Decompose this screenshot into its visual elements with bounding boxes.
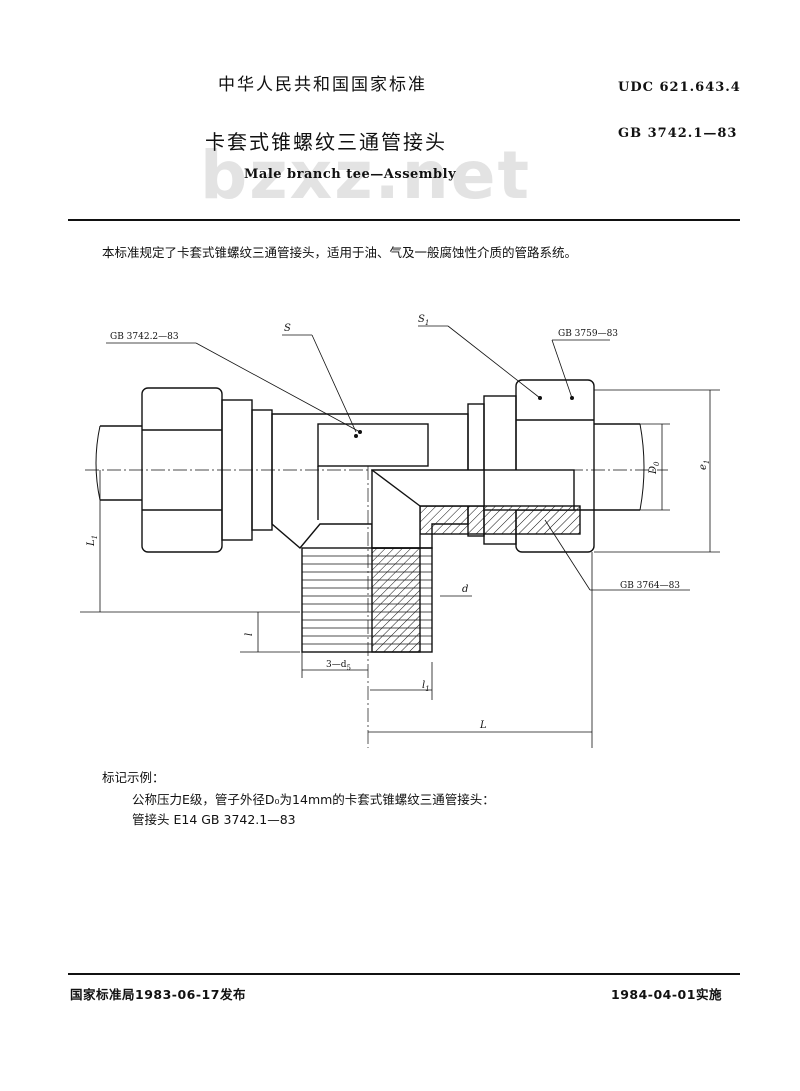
dim-3-d5: 3—d5 (326, 660, 351, 672)
udc-code: UDC 621.643.4 (618, 80, 741, 95)
dim-L: L (479, 720, 487, 731)
dim-d: d (462, 584, 468, 595)
ref-gb-3759: GB 3759—83 (558, 329, 618, 339)
scope-paragraph: 本标准规定了卡套式锥螺纹三通管接头，适用于油、气及一般腐蚀性介质的管路系统。 (102, 245, 578, 260)
example-description: 公称压力E级，管子外径D₀为14mm的卡套式锥螺纹三通管接头： (132, 792, 495, 807)
page-title: 卡套式锥螺纹三通管接头 (205, 130, 447, 154)
label-s1: S1 (418, 314, 429, 327)
footer-divider (68, 973, 740, 975)
label-s: S (284, 323, 291, 334)
ref-gb-3742-2: GB 3742.2—83 (110, 332, 179, 342)
technical-drawing: GB 3742.2—83 S S1 GB 3759—83 GB 3764—83 … (80, 314, 720, 748)
dim-l1-small: l1 (422, 680, 430, 693)
header-divider (68, 219, 740, 221)
dim-d0: D0 (648, 461, 661, 475)
dim-l: l (244, 633, 255, 636)
issue-date: 国家标准局1983-06-17发布 (70, 987, 246, 1002)
standard-number: GB 3742.1—83 (618, 126, 738, 141)
implementation-date: 1984-04-01实施 (611, 987, 722, 1002)
example-label: 标记示例： (102, 770, 165, 785)
example-designation: 管接头 E14 GB 3742.1—83 (132, 812, 296, 827)
dim-e1: e1 (698, 460, 711, 470)
issuing-organization: 中华人民共和国国家标准 (218, 75, 427, 95)
page-title-english: Male branch tee—Assembly (244, 167, 457, 182)
ref-gb-3764: GB 3764—83 (620, 581, 680, 591)
watermark: bzxz.net (200, 137, 532, 214)
dim-l1: L1 (86, 535, 99, 547)
